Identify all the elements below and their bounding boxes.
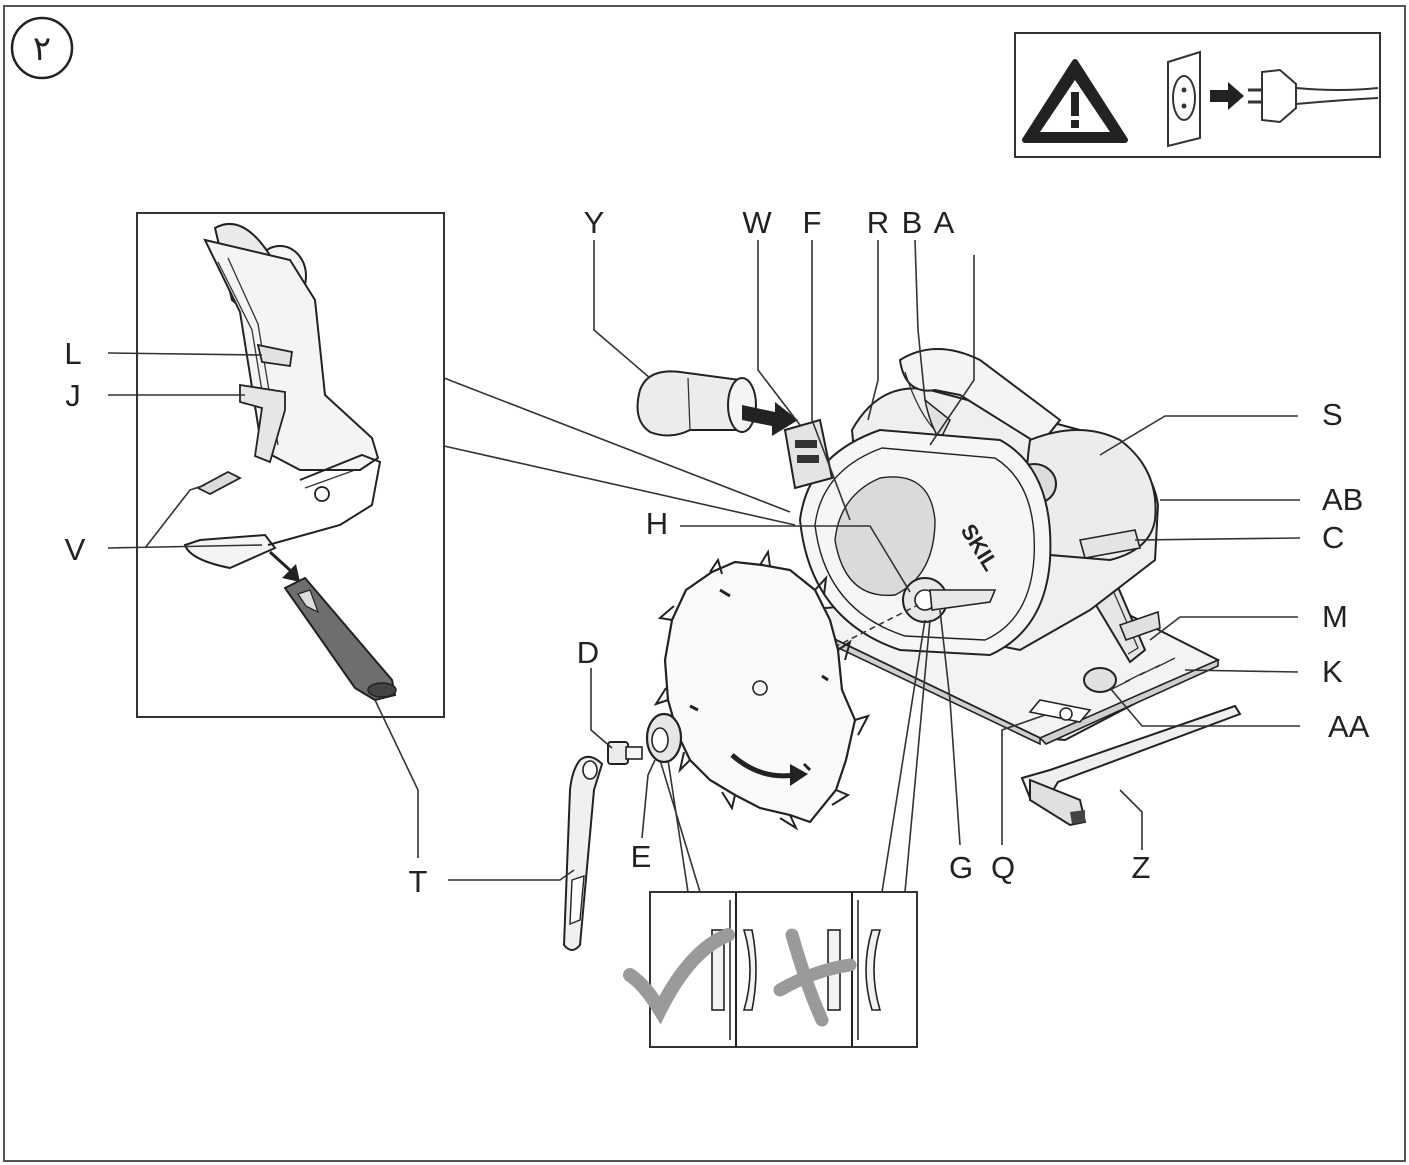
inset-connector-bottom (443, 445, 796, 526)
label-E: E (631, 839, 652, 874)
label-M: M (1322, 599, 1348, 634)
flange-orientation-box (623, 891, 918, 1048)
label-B: B (902, 205, 923, 240)
check-mark-icon (623, 928, 735, 1025)
label-L: L (64, 336, 81, 371)
saw-blade (653, 549, 871, 831)
label-Z: Z (1132, 850, 1151, 885)
inset-guard-detail (136, 212, 445, 718)
label-S: S (1322, 397, 1343, 432)
inset-connector-top (443, 377, 791, 513)
dust-extraction-adapter (636, 370, 798, 437)
label-Y: Y (584, 205, 605, 240)
wrench-tool (562, 755, 604, 951)
label-W: W (742, 205, 772, 240)
label-T-bottom: T (409, 864, 428, 899)
label-V: V (65, 532, 86, 567)
warning-triangle-icon (1022, 59, 1128, 143)
label-J: J (65, 378, 81, 413)
figure-number-badge: ٢ (10, 16, 74, 80)
cross-mark-icon (773, 928, 857, 1027)
circular-saw-illustration: SKIL (699, 348, 1221, 746)
outer-flange (645, 712, 683, 764)
plug-icon (1248, 68, 1379, 124)
label-G: G (949, 850, 973, 885)
label-D: D (577, 635, 599, 670)
blade-bolt (607, 741, 643, 765)
arrow-right-icon (1210, 82, 1244, 110)
label-H: H (646, 506, 668, 541)
wall-socket-icon (1167, 50, 1201, 148)
label-Q: Q (991, 850, 1015, 885)
unplug-warning-box (1014, 32, 1381, 158)
figure-number: ٢ (33, 30, 51, 68)
label-AB: AB (1322, 482, 1363, 517)
label-A: A (934, 205, 955, 240)
label-R: R (867, 205, 889, 240)
label-C: C (1322, 520, 1344, 555)
label-F: F (803, 205, 822, 240)
rip-fence (1020, 704, 1242, 827)
label-K: K (1322, 654, 1343, 689)
label-AA: AA (1328, 709, 1370, 744)
page-frame (3, 5, 1406, 1162)
